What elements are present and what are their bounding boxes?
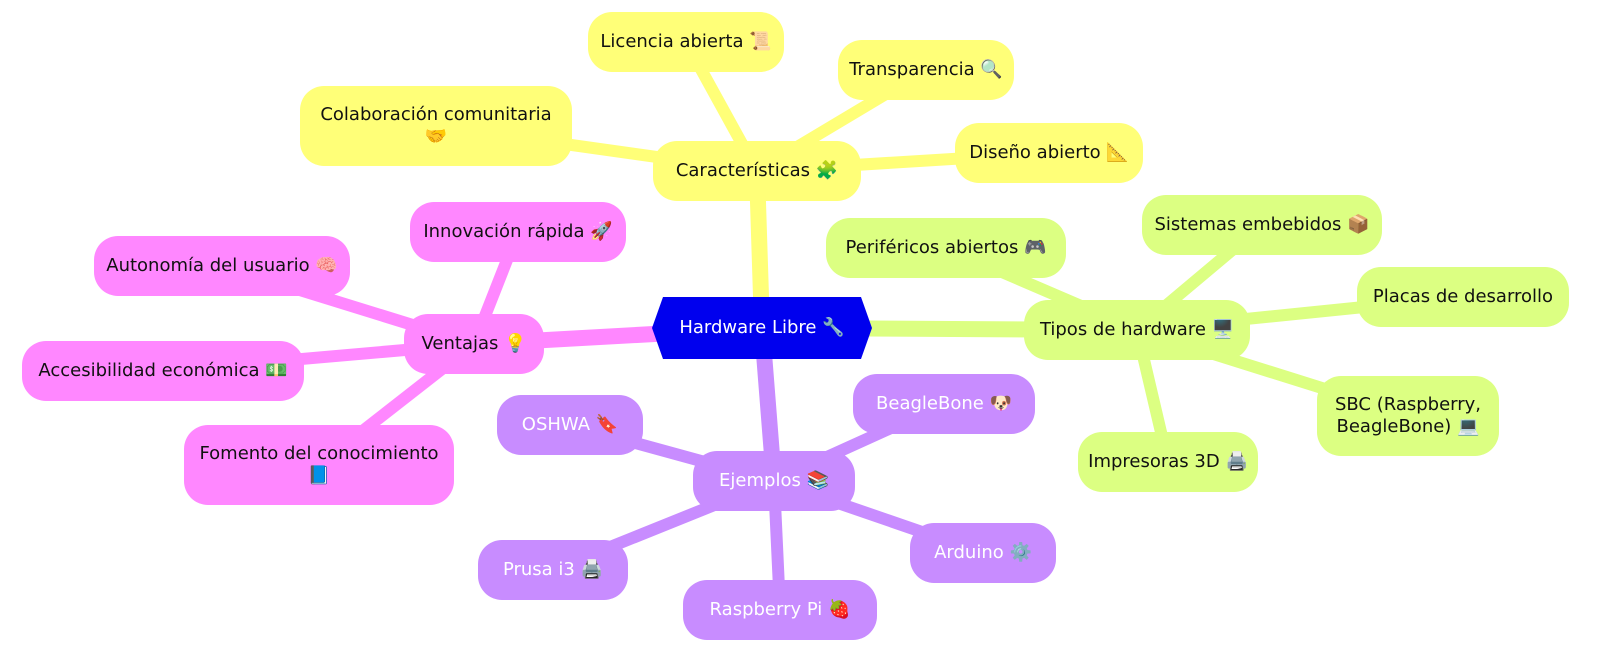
node-sbc: SBC (Raspberry, BeagleBone) 💻 [1317, 376, 1499, 456]
node-accesibilidad-economica: Accesibilidad económica 💵 [22, 341, 304, 401]
node-oshwa: OSHWA 🔖 [497, 395, 643, 455]
node-fomento-del-conocimiento: Fomento del conocimiento 📘 [184, 425, 454, 505]
node-diseno-abierto: Diseño abierto 📐 [955, 123, 1143, 183]
node-licencia-abierta: Licencia abierta 📜 [588, 12, 784, 72]
node-sistemas-embebidos: Sistemas embebidos 📦 [1142, 195, 1382, 255]
node-placas-de-desarrollo: Placas de desarrollo [1357, 267, 1569, 327]
node-colaboracion-comunitaria: Colaboración comunitaria 🤝 [300, 86, 572, 166]
node-impresoras-3d: Impresoras 3D 🖨️ [1078, 432, 1258, 492]
node-autonomia-del-usuario: Autonomía del usuario 🧠 [94, 236, 350, 296]
node-transparencia: Transparencia 🔍 [838, 40, 1014, 100]
node-perifericos-abiertos: Periféricos abiertos 🎮 [826, 218, 1066, 278]
node-arduino: Arduino ⚙️ [910, 523, 1056, 583]
node-prusa-i3: Prusa i3 🖨️ [478, 540, 628, 600]
branch-ejemplos: Ejemplos 📚 [693, 451, 855, 511]
node-innovacion-rapida: Innovación rápida 🚀 [410, 202, 626, 262]
root-node: Hardware Libre 🔧 [652, 297, 872, 359]
node-raspberry-pi: Raspberry Pi 🍓 [683, 580, 877, 640]
node-beaglebone: BeagleBone 🐶 [853, 374, 1035, 434]
branch-ventajas: Ventajas 💡 [404, 314, 544, 374]
branch-caracteristicas: Características 🧩 [653, 141, 861, 201]
branch-tipos-de-hardware: Tipos de hardware 🖥️ [1024, 300, 1250, 360]
